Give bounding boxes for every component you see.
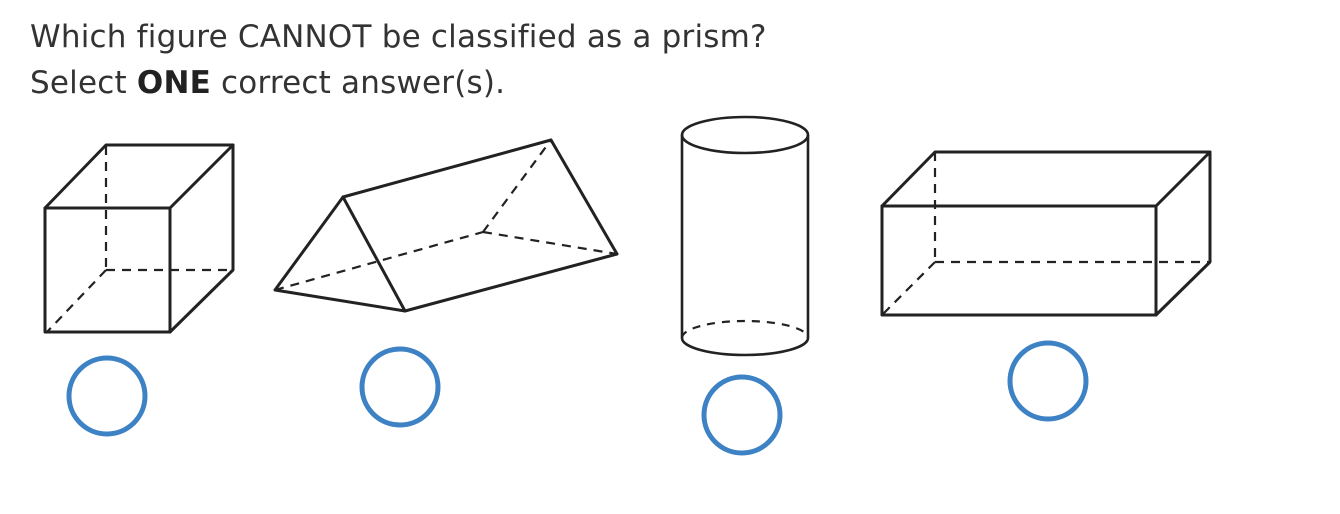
cube-icon bbox=[43, 143, 235, 334]
triangular-prism-icon bbox=[273, 138, 619, 313]
answer-option-1-radio[interactable] bbox=[66, 355, 148, 437]
cylinder-icon bbox=[680, 115, 810, 357]
instruction-prefix: Select bbox=[30, 65, 127, 101]
instruction-emphasis: ONE bbox=[136, 65, 211, 101]
question-text: Which figure CANNOT be classified as a p… bbox=[30, 14, 767, 106]
answer-option-3-radio[interactable] bbox=[701, 374, 783, 456]
instruction-suffix: correct answer(s). bbox=[221, 65, 506, 101]
question-instruction: Select ONE correct answer(s). bbox=[30, 60, 767, 106]
answer-option-2-radio[interactable] bbox=[359, 346, 441, 428]
rectangular-prism-icon bbox=[880, 150, 1212, 317]
question-prompt: Which figure CANNOT be classified as a p… bbox=[30, 19, 767, 55]
answer-option-4-radio[interactable] bbox=[1007, 340, 1089, 422]
